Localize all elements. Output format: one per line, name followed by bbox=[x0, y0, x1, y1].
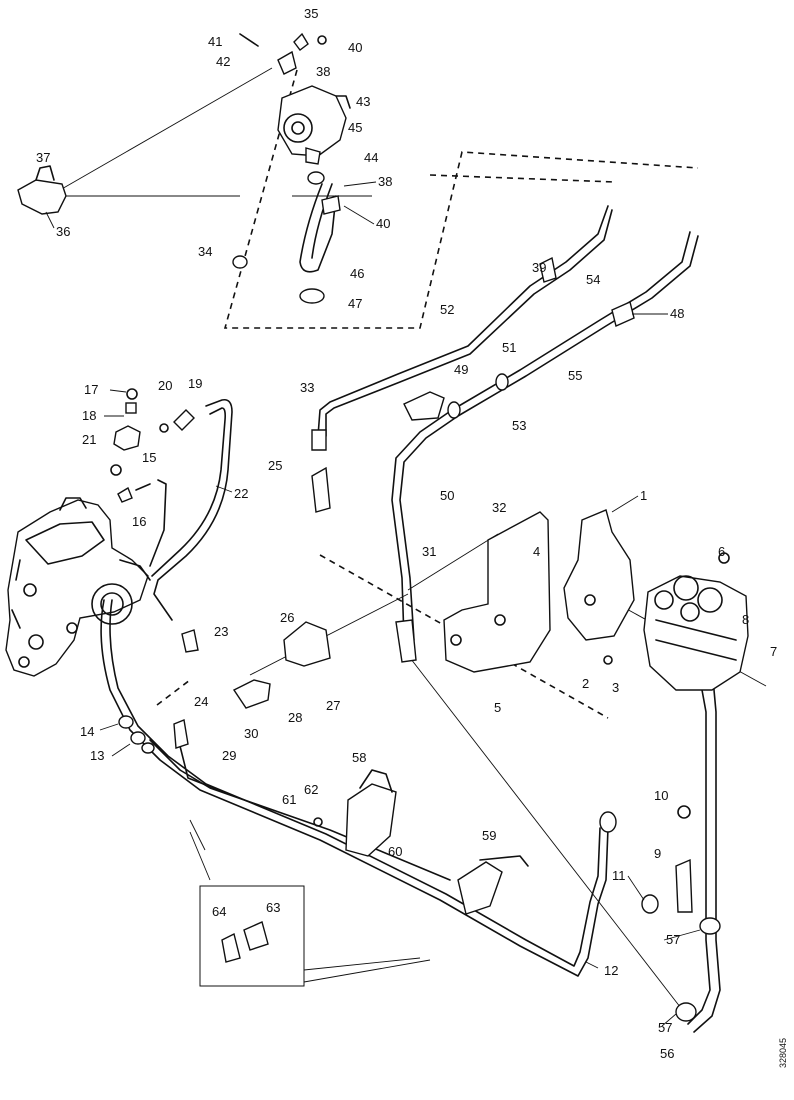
callout-36: 36 bbox=[56, 224, 70, 239]
clamps bbox=[118, 256, 721, 1022]
callout-9: 9 bbox=[654, 846, 661, 861]
callout-47: 47 bbox=[348, 296, 362, 311]
callout-33: 33 bbox=[300, 380, 314, 395]
callout-37: 37 bbox=[36, 150, 50, 165]
callout-54: 54 bbox=[586, 272, 600, 287]
callout-48: 48 bbox=[670, 306, 684, 321]
callout-51: 51 bbox=[502, 340, 516, 355]
callout-10: 10 bbox=[654, 788, 668, 803]
callout-22: 22 bbox=[234, 486, 248, 501]
callout-59: 59 bbox=[482, 828, 496, 843]
reference-code: 328045 bbox=[778, 1038, 788, 1068]
callout-16: 16 bbox=[132, 514, 146, 529]
callout-55: 55 bbox=[568, 368, 582, 383]
callout-24: 24 bbox=[194, 694, 208, 709]
callout-18: 18 bbox=[82, 408, 96, 423]
callout-40b: 40 bbox=[376, 216, 390, 231]
callout-1: 1 bbox=[640, 488, 647, 503]
callout-29: 29 bbox=[222, 748, 236, 763]
callout-38a: 38 bbox=[316, 64, 330, 79]
dashed-outline-pump-group bbox=[223, 69, 699, 329]
gear-fittings bbox=[110, 388, 195, 503]
callout-41: 41 bbox=[208, 34, 222, 49]
callout-40a: 40 bbox=[348, 40, 362, 55]
callout-25: 25 bbox=[268, 458, 282, 473]
callout-8: 8 bbox=[742, 612, 749, 627]
callout-43: 43 bbox=[356, 94, 370, 109]
callout-5: 5 bbox=[494, 700, 501, 715]
callout-12: 12 bbox=[604, 963, 618, 978]
callout-52: 52 bbox=[440, 302, 454, 317]
callout-7: 7 bbox=[770, 644, 777, 659]
callout-13: 13 bbox=[90, 748, 104, 763]
pump-bracket bbox=[17, 165, 67, 215]
callout-57b: 57 bbox=[658, 1020, 672, 1035]
callout-23: 23 bbox=[214, 624, 228, 639]
control-valve-assembly bbox=[643, 552, 749, 913]
callout-26: 26 bbox=[280, 610, 294, 625]
inset-detail-box bbox=[199, 885, 431, 987]
callout-20: 20 bbox=[158, 378, 172, 393]
callout-14: 14 bbox=[80, 724, 94, 739]
callout-57a: 57 bbox=[666, 932, 680, 947]
callout-30: 30 bbox=[244, 726, 258, 741]
callout-19: 19 bbox=[188, 376, 202, 391]
callout-42: 42 bbox=[216, 54, 230, 69]
callout-27: 27 bbox=[326, 698, 340, 713]
callout-62: 62 bbox=[304, 782, 318, 797]
steering-gear-housing bbox=[5, 497, 151, 677]
callout-61: 61 bbox=[282, 792, 296, 807]
callout-49: 49 bbox=[454, 362, 468, 377]
valve-brackets bbox=[443, 509, 635, 673]
callout-38b: 38 bbox=[378, 174, 392, 189]
callout-15: 15 bbox=[142, 450, 156, 465]
callout-34: 34 bbox=[198, 244, 212, 259]
callout-32: 32 bbox=[492, 500, 506, 515]
callout-21: 21 bbox=[82, 432, 96, 447]
callout-28: 28 bbox=[288, 710, 302, 725]
callout-44: 44 bbox=[364, 150, 378, 165]
callout-46: 46 bbox=[350, 266, 364, 281]
callout-4: 4 bbox=[533, 544, 540, 559]
callout-2: 2 bbox=[582, 676, 589, 691]
callout-35: 35 bbox=[304, 6, 318, 21]
power-steering-pump bbox=[232, 32, 351, 304]
callout-6: 6 bbox=[718, 544, 725, 559]
callout-labels: 1 2 3 4 5 6 7 8 9 10 11 12 13 14 15 16 1… bbox=[36, 6, 777, 1061]
callout-leaders bbox=[45, 181, 701, 1027]
callout-58: 58 bbox=[352, 750, 366, 765]
callout-39: 39 bbox=[532, 260, 546, 275]
callout-53: 53 bbox=[512, 418, 526, 433]
callout-3: 3 bbox=[612, 680, 619, 695]
callout-17: 17 bbox=[84, 382, 98, 397]
callout-31: 31 bbox=[422, 544, 436, 559]
callout-64: 64 bbox=[212, 904, 226, 919]
mounting-brackets bbox=[313, 769, 529, 915]
callout-11: 11 bbox=[612, 868, 626, 883]
dashed-outline-line-clamp bbox=[156, 679, 191, 706]
callout-63: 63 bbox=[266, 900, 280, 915]
callout-45: 45 bbox=[348, 120, 362, 135]
callout-60: 60 bbox=[388, 844, 402, 859]
centre-lines bbox=[59, 67, 767, 1013]
callout-56: 56 bbox=[660, 1046, 674, 1061]
callout-50: 50 bbox=[440, 488, 454, 503]
